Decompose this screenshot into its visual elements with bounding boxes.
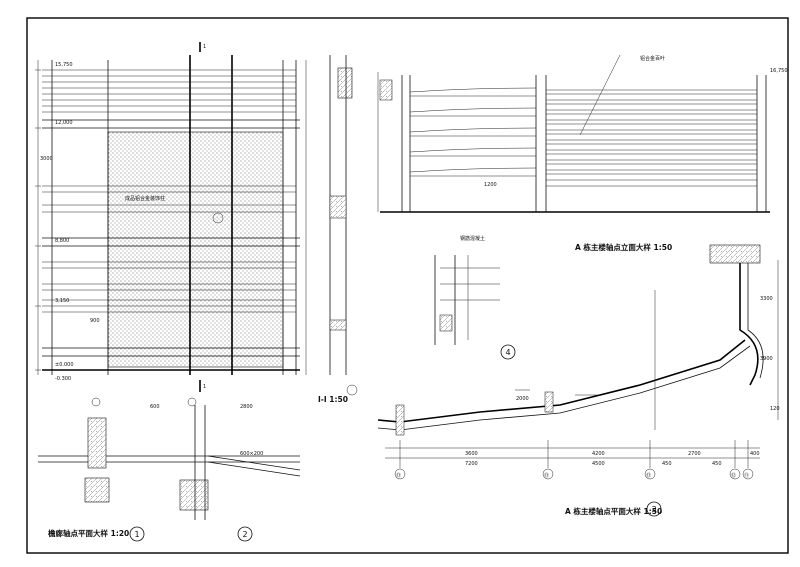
misc-dim: 2800: [240, 404, 253, 410]
detail-4-drawing: [434, 255, 500, 345]
misc-dim: 3000: [40, 156, 53, 162]
axis-bubble: ⑫: [729, 468, 741, 480]
plan-dim: 450: [712, 461, 722, 467]
svg-text:⑬: ⑬: [396, 472, 401, 479]
detail-number-1: 1: [129, 526, 145, 542]
axis-bubble: ⑪: [742, 468, 754, 480]
plan-dim: 400: [750, 451, 760, 457]
plan-dim: 120: [770, 406, 780, 412]
plan-dim: 3600: [465, 451, 478, 457]
misc-dim: 900: [90, 318, 100, 324]
section-title: I-I 1:50: [318, 395, 348, 404]
plan-dim: 4200: [592, 451, 605, 457]
level-label: 12,000: [55, 120, 73, 126]
misc-dim: 3900: [760, 356, 773, 362]
svg-text:⑪: ⑪: [744, 472, 749, 479]
level-label: 8,800: [55, 238, 69, 244]
section-mark-bottom: 1: [203, 384, 206, 390]
elevation-louvres-right: [546, 89, 757, 187]
svg-text:4: 4: [506, 348, 511, 357]
detail-number-3: 3: [646, 501, 662, 517]
svg-text:1: 1: [135, 530, 140, 539]
level-label: 15,750: [55, 62, 73, 68]
detail-number-4: 4: [500, 344, 516, 360]
section-mark-top: 1: [203, 44, 206, 50]
plan-dim: 2700: [688, 451, 701, 457]
detail-number-2: 2: [237, 526, 253, 542]
misc-dim: 600: [150, 404, 160, 410]
axis-bubble: ⑬: [542, 468, 554, 480]
plan-dim: 7200: [465, 461, 478, 467]
plan-dim: 4500: [592, 461, 605, 467]
level-label: 3,150: [55, 298, 69, 304]
misc-dim: 2000: [516, 396, 529, 402]
misc-dim: 1200: [484, 182, 497, 188]
section-drawing: [35, 42, 358, 396]
axis-bubble: ⑬: [644, 468, 656, 480]
misc-dim: 3300: [760, 296, 773, 302]
plan-drawing: [377, 244, 779, 468]
elevation-title: A 栋主楼轴点立面大样 1:50: [575, 242, 672, 252]
note-text: 钢筋混凝土: [460, 235, 485, 242]
level-label: 16,750: [770, 68, 788, 74]
svg-text:⑬: ⑬: [646, 472, 651, 479]
hatched-panel: [107, 131, 284, 368]
bottom-title: 檐廊轴点平面大样 1:20: [48, 528, 129, 538]
louvre-lines: [42, 69, 300, 371]
axis-bubble: ⑬: [394, 468, 406, 480]
plan-dim: 450: [662, 461, 672, 467]
note-text: 成品铝合金装饰柱: [125, 195, 165, 202]
note-text: 铝合金百叶: [640, 55, 665, 62]
level-label: -0.300: [55, 376, 71, 382]
plan-column: [709, 244, 761, 264]
plan-title: A 栋主楼轴点平面大样 1:50: [565, 506, 662, 516]
sheet-border: [26, 17, 789, 554]
note-text: 600×200: [240, 451, 263, 457]
elevation-louvres-left: [409, 87, 537, 177]
elevation-drawing: [377, 54, 770, 213]
svg-text:3: 3: [652, 505, 657, 514]
svg-text:⑬: ⑬: [544, 472, 549, 479]
level-label: ±0.000: [55, 362, 74, 368]
details-1-2-drawing: [38, 397, 301, 520]
svg-text:2: 2: [243, 530, 248, 539]
svg-text:⑫: ⑫: [731, 472, 736, 479]
